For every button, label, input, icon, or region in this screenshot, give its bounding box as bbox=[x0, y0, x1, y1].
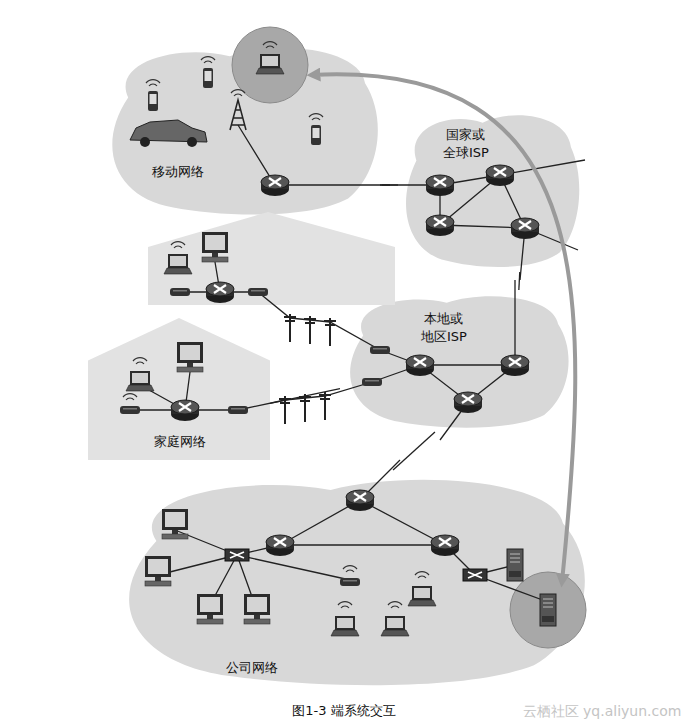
highlight-circle bbox=[510, 572, 586, 648]
network-region: 公司网络 bbox=[108, 470, 592, 692]
region-label: 本地或 地区ISP bbox=[421, 310, 467, 345]
network-region: 国家或 全球ISP bbox=[398, 108, 582, 272]
network-region: 本地或 地区ISP bbox=[340, 290, 572, 432]
watermark: 云栖社区 yq.aliyun.com bbox=[523, 702, 682, 721]
highlight-circle bbox=[232, 27, 308, 103]
region-label: 移动网络 bbox=[152, 163, 204, 181]
network-region: 家庭网络 bbox=[88, 318, 270, 460]
region-outline bbox=[108, 470, 592, 692]
network-link bbox=[270, 389, 340, 404]
figure-caption-holder: 图1-3 端系统交互 bbox=[0, 0, 103, 18]
network-link bbox=[382, 184, 398, 185]
network-link bbox=[393, 432, 435, 470]
region-outline bbox=[340, 290, 572, 432]
region-outline bbox=[398, 108, 582, 272]
house-shape bbox=[148, 212, 395, 305]
network-region: 移动网络 bbox=[100, 40, 382, 220]
figure-caption: 图1-3 端系统交互 bbox=[292, 702, 395, 720]
network-link bbox=[518, 272, 520, 290]
watermark-holder: 云栖社区 yq.aliyun.com bbox=[0, 0, 159, 19]
region-label: 国家或 全球ISP bbox=[443, 126, 489, 161]
region-outline bbox=[100, 40, 382, 220]
region-label: 家庭网络 bbox=[154, 433, 206, 451]
region-label: 公司网络 bbox=[226, 659, 278, 677]
